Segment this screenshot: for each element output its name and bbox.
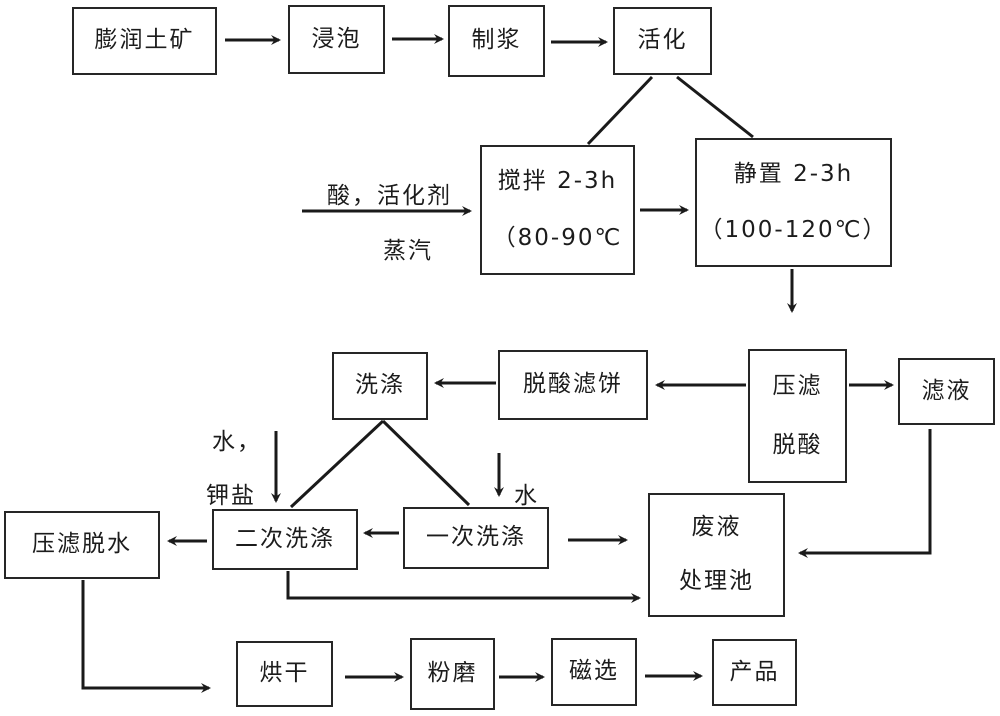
node-label-line1: 静置 2-3h bbox=[733, 160, 854, 187]
node-label: 膨润土矿 bbox=[94, 27, 195, 54]
node-filtrate: 滤液 bbox=[898, 358, 995, 425]
node-label-line2: 处理池 bbox=[679, 568, 754, 595]
line-wash-to-firstwash bbox=[381, 419, 471, 507]
node-press-filtration-deacid: 压滤 脱酸 bbox=[748, 349, 847, 483]
node-washing: 洗涤 bbox=[332, 352, 428, 420]
node-waste-liquid-treatment-pool: 废液 处理池 bbox=[648, 493, 785, 617]
node-label-line2: （80-90℃ bbox=[492, 224, 623, 251]
node-grinding: 粉磨 bbox=[410, 638, 495, 710]
node-first-washing: 一次洗涤 bbox=[403, 507, 549, 569]
node-drying: 烘干 bbox=[236, 641, 333, 707]
node-press-filtration-dewater: 压滤脱水 bbox=[4, 511, 160, 579]
node-magnetic-separation: 磁选 bbox=[551, 638, 637, 706]
node-label-line2: （100-120℃） bbox=[699, 217, 888, 244]
label-acid-activator: 酸，活化剂 bbox=[327, 183, 452, 209]
node-label: 活化 bbox=[637, 27, 688, 54]
label-water: 水 bbox=[514, 483, 539, 509]
node-label-line1: 废液 bbox=[691, 514, 742, 541]
label-water-comma: 水， bbox=[212, 429, 262, 455]
node-soak: 浸泡 bbox=[288, 5, 385, 74]
line-wash-to-secondwash bbox=[289, 419, 385, 509]
node-label-line2: 脱酸 bbox=[772, 431, 823, 458]
node-product: 产品 bbox=[712, 639, 797, 706]
node-label: 磁选 bbox=[569, 658, 619, 685]
node-label: 粉磨 bbox=[427, 660, 478, 687]
node-stir-2-3h: 搅拌 2-3h （80-90℃ bbox=[480, 145, 635, 275]
arrow-pressdewater-to-dry bbox=[81, 580, 211, 693]
node-label: 压滤脱水 bbox=[32, 531, 132, 558]
node-label: 烘干 bbox=[259, 660, 310, 687]
arrow-secondwash-to-wastepool bbox=[286, 571, 641, 603]
arrow-filtrate-to-wastepool bbox=[798, 429, 932, 558]
node-label: 滤液 bbox=[921, 377, 972, 404]
node-label: 制浆 bbox=[471, 27, 522, 54]
node-label: 一次洗涤 bbox=[426, 524, 526, 551]
line-activate-to-stir bbox=[586, 75, 654, 146]
node-label: 脱酸滤饼 bbox=[523, 371, 623, 398]
node-second-washing: 二次洗涤 bbox=[212, 509, 358, 570]
node-label: 浸泡 bbox=[311, 25, 362, 52]
label-steam: 蒸汽 bbox=[383, 238, 433, 264]
node-activation: 活化 bbox=[613, 7, 712, 75]
node-label: 产品 bbox=[729, 658, 780, 685]
node-deacidified-filter-cake: 脱酸滤饼 bbox=[498, 350, 648, 420]
label-potassium-salt: 钾盐 bbox=[206, 483, 256, 509]
node-settle-2-3h: 静置 2-3h （100-120℃） bbox=[695, 138, 892, 267]
node-bentonite-ore: 膨润土矿 bbox=[72, 7, 217, 75]
node-label-line1: 搅拌 2-3h bbox=[497, 167, 618, 194]
line-activate-to-settle bbox=[676, 75, 754, 139]
node-label: 二次洗涤 bbox=[235, 525, 335, 552]
node-pulping: 制浆 bbox=[448, 5, 545, 77]
node-label: 洗涤 bbox=[355, 372, 405, 399]
node-label-line1: 压滤 bbox=[772, 372, 823, 399]
